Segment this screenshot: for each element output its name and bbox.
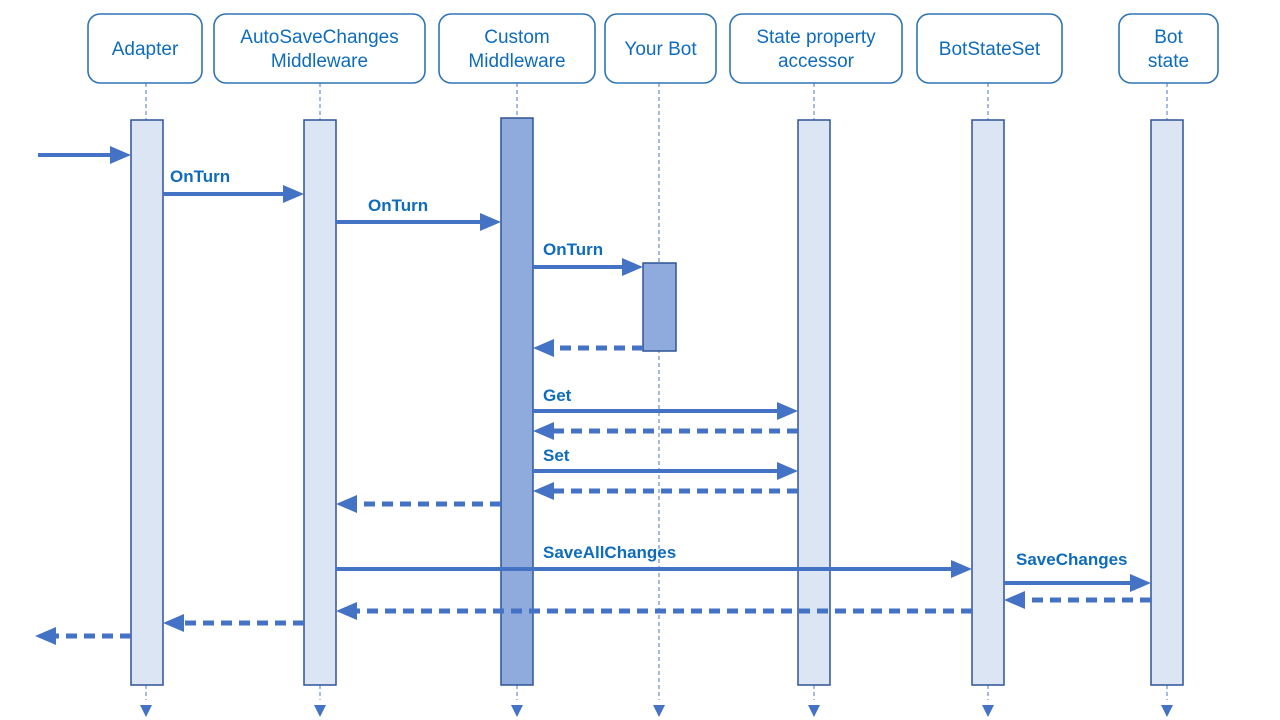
message-start	[38, 146, 131, 164]
message-label-onturn-autosave-custom: OnTurn	[368, 196, 428, 215]
participant-label-adapter: Adapter	[112, 39, 179, 60]
participant-box-botstate	[1118, 13, 1219, 84]
participant-box-yourbot	[604, 13, 717, 84]
lifeline-end-arrow-icon-adapter	[140, 705, 152, 717]
message-saveallchanges: SaveAllChanges	[336, 543, 972, 578]
arrowhead-icon	[110, 146, 131, 164]
participant-yourbot: Your Bot	[604, 13, 717, 84]
participant-botstateset: BotStateSet	[916, 13, 1063, 84]
arrowhead-icon	[777, 462, 798, 480]
activation-bar-custom	[500, 117, 534, 686]
lifeline-end-arrow-icon-autosave	[314, 705, 326, 717]
arrowhead-icon	[777, 402, 798, 420]
arrowhead-icon	[336, 602, 357, 620]
arrowhead-icon	[1130, 574, 1151, 592]
message-return-botstateset-autosave	[336, 602, 972, 620]
message-onturn-custom-bot: OnTurn	[533, 240, 643, 276]
message-return-adapter-out	[35, 627, 131, 645]
message-label-saveallchanges: SaveAllChanges	[543, 543, 676, 562]
arrowhead-icon	[163, 614, 184, 632]
participant-box-autosave	[213, 13, 426, 84]
lifeline-end-arrow-icon-botstate	[1161, 705, 1173, 717]
message-onturn-autosave-custom: OnTurn	[336, 196, 501, 231]
message-return-get	[533, 422, 798, 440]
arrowhead-icon	[1004, 591, 1025, 609]
participant-box-adapter	[87, 13, 203, 84]
activation-bar-adapter	[130, 119, 164, 686]
message-label-set: Set	[543, 446, 570, 465]
message-get: Get	[533, 386, 798, 420]
message-onturn-adapter-autosave: OnTurn	[163, 167, 304, 203]
message-return-set	[533, 482, 798, 500]
arrowhead-icon	[533, 482, 554, 500]
lifeline-end-arrow-icon-stateprop	[808, 705, 820, 717]
arrowhead-icon	[533, 339, 554, 357]
arrowhead-icon	[35, 627, 56, 645]
message-return-botstate-botstateset	[1004, 591, 1151, 609]
participant-label-yourbot: Your Bot	[624, 39, 697, 60]
message-return-bot-custom	[533, 339, 643, 357]
arrowhead-icon	[622, 258, 643, 276]
message-return-autosave-adapter	[163, 614, 304, 632]
activation-bar-botstate	[1150, 119, 1184, 686]
participant-box-botstateset	[916, 13, 1063, 84]
message-label-onturn-custom-bot: OnTurn	[543, 240, 603, 259]
arrowhead-icon	[283, 185, 304, 203]
message-return-custom-autosave	[336, 495, 501, 513]
participant-box-stateprop	[729, 13, 903, 84]
arrowhead-icon	[336, 495, 357, 513]
activation-bar-botstateset	[971, 119, 1005, 686]
lifeline-end-arrow-icon-yourbot	[653, 705, 665, 717]
message-label-onturn-adapter-autosave: OnTurn	[170, 167, 230, 186]
message-set: Set	[533, 446, 798, 480]
participant-label-botstateset: BotStateSet	[939, 39, 1041, 60]
message-label-savechanges: SaveChanges	[1016, 550, 1128, 569]
activation-bar-yourbot	[642, 262, 677, 352]
arrowhead-icon	[951, 560, 972, 578]
message-label-get: Get	[543, 386, 572, 405]
activation-bar-autosave	[303, 119, 337, 686]
arrowhead-icon	[480, 213, 501, 231]
arrowhead-icon	[533, 422, 554, 440]
activation-bar-stateprop	[797, 119, 831, 686]
participant-box-custom	[438, 13, 596, 84]
message-savechanges: SaveChanges	[1004, 550, 1151, 592]
lifeline-end-arrow-icon-botstateset	[982, 705, 994, 717]
lifeline-end-arrow-icon-custom	[511, 705, 523, 717]
participant-adapter: Adapter	[87, 13, 203, 84]
